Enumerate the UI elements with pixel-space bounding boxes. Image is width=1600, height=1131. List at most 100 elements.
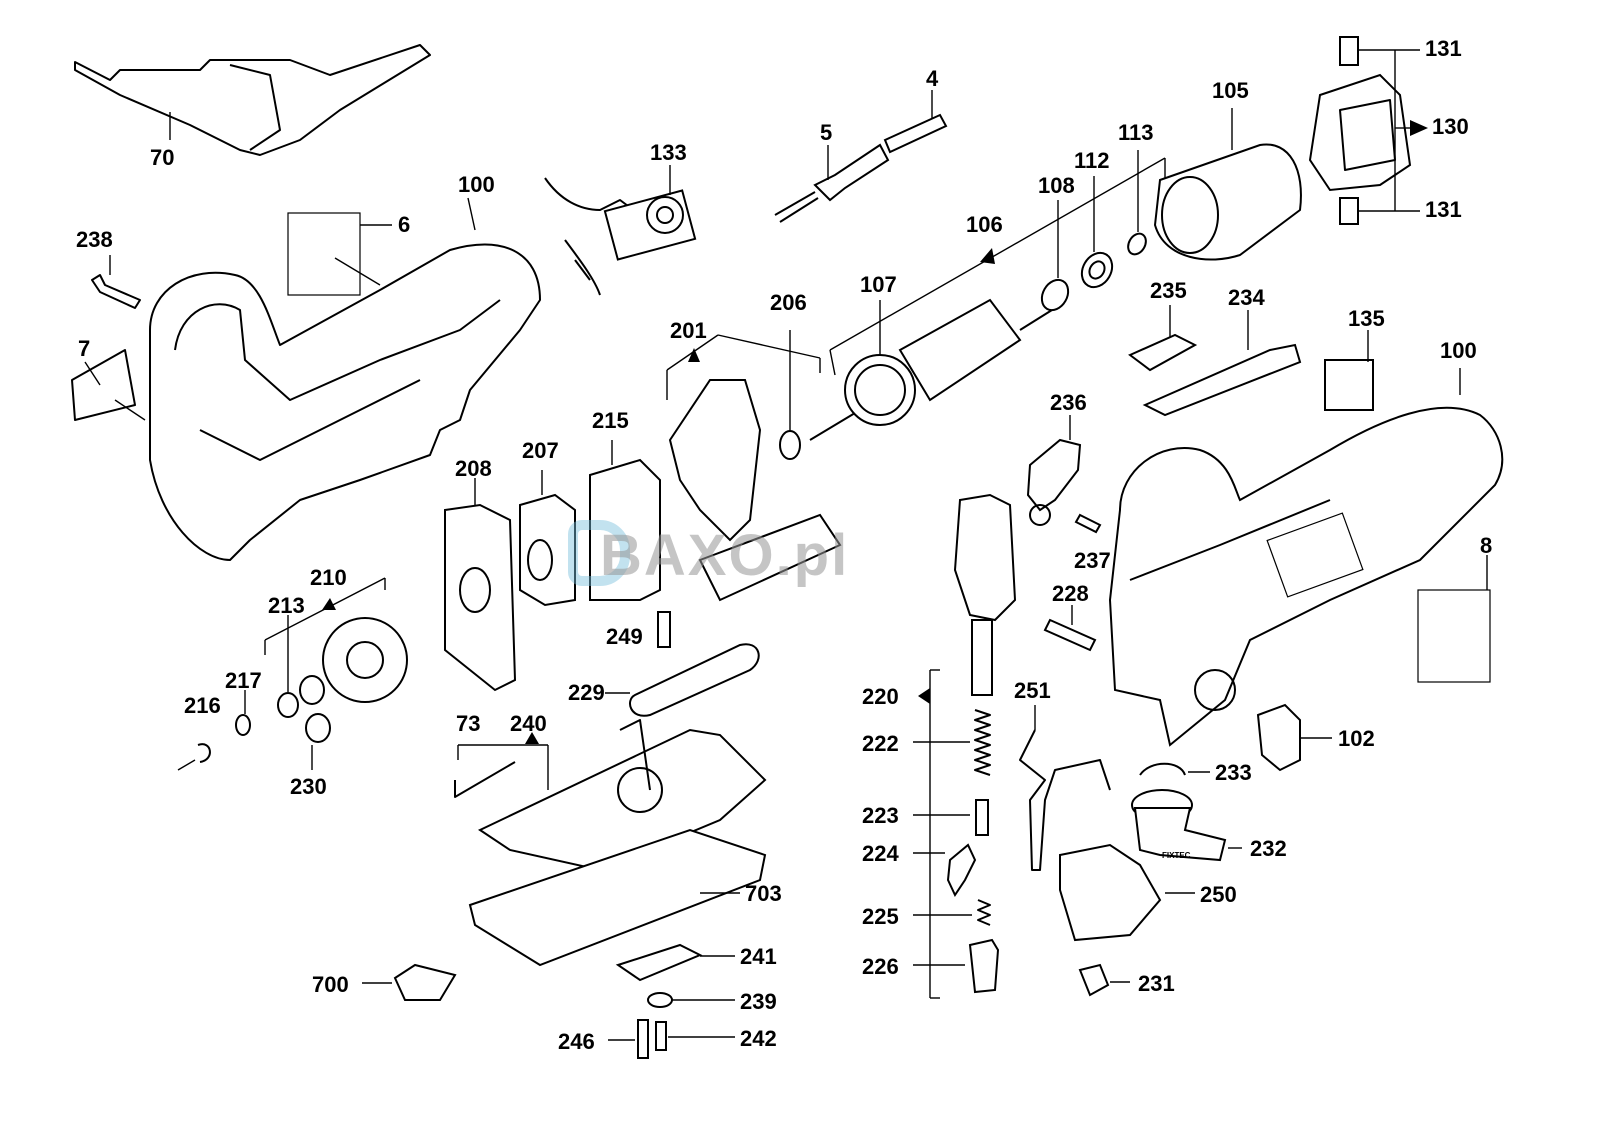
- part-250-cover: [1059, 843, 1195, 942]
- label-106: 106: [966, 212, 1003, 237]
- part-5-cord-guard: [774, 143, 890, 223]
- part-234-switch-slide: [1142, 310, 1302, 417]
- part-228-pin: [1043, 605, 1097, 652]
- part-246-screw: [608, 1019, 649, 1059]
- part-105-stator: [1153, 108, 1302, 261]
- label-206: 206: [770, 290, 807, 315]
- part-251-wire-spring: [1019, 705, 1111, 871]
- part-223-screw: [913, 799, 989, 836]
- label-207: 207: [522, 438, 559, 463]
- part-249-pin: [657, 611, 671, 648]
- label-100-right: 100: [1440, 338, 1477, 363]
- watermark: BAXO.pl: [600, 523, 850, 588]
- part-220-plunger: [918, 493, 1017, 999]
- label-238: 238: [76, 227, 113, 252]
- part-231-clip: [1078, 963, 1130, 997]
- part-201-lever-bracket: [666, 334, 842, 602]
- label-215: 215: [592, 408, 629, 433]
- label-228: 228: [1052, 581, 1089, 606]
- label-229: 229: [568, 680, 605, 705]
- part-206-washer: [779, 330, 801, 460]
- label-5: 5: [820, 120, 833, 145]
- label-237: 237: [1074, 548, 1111, 573]
- part-210-gear: [264, 577, 408, 703]
- label-246: 246: [558, 1029, 595, 1054]
- bracket-106: [829, 157, 1166, 376]
- part-222-spring: [913, 709, 991, 776]
- label-4: 4: [926, 66, 939, 91]
- label-131-bottom: 131: [1425, 197, 1462, 222]
- label-70: 70: [150, 145, 175, 170]
- label-700: 700: [312, 972, 349, 997]
- part-207-gasket: [519, 470, 576, 607]
- label-8: 8: [1480, 533, 1493, 558]
- part-226-roller: [913, 938, 1000, 994]
- part-102-knob: [1256, 703, 1332, 772]
- label-107: 107: [860, 272, 897, 297]
- part-100-right-housing: [1108, 368, 1504, 747]
- part-112-bearing: [1080, 176, 1114, 289]
- part-130-brush-holder: [1308, 36, 1428, 225]
- fixtec-text: FIXTEC: [1162, 851, 1191, 860]
- label-133: 133: [650, 140, 687, 165]
- label-230: 230: [290, 774, 327, 799]
- part-242-screw: [655, 1021, 735, 1051]
- label-236: 236: [1050, 390, 1087, 415]
- part-236-bracket: [1026, 415, 1082, 526]
- part-100-left-housing: [149, 197, 541, 561]
- part-224-clip: [913, 843, 977, 898]
- label-232: 232: [1250, 836, 1287, 861]
- label-73: 73: [456, 711, 481, 736]
- label-201: 201: [670, 318, 707, 343]
- label-235: 235: [1150, 278, 1187, 303]
- label-251: 251: [1014, 678, 1051, 703]
- label-7: 7: [78, 336, 91, 361]
- part-239-washer: [647, 992, 735, 1008]
- part-213-bushing: [277, 615, 299, 718]
- part-208-plate: [444, 478, 517, 692]
- label-6: 6: [398, 212, 411, 237]
- label-241: 241: [740, 944, 777, 969]
- part-230-bushing: [299, 675, 331, 770]
- label-703: 703: [745, 881, 782, 906]
- part-135-switch: [1324, 330, 1374, 411]
- label-131-top: 131: [1425, 36, 1462, 61]
- part-233-clip: [1139, 762, 1210, 776]
- part-700-clip: [362, 963, 457, 1001]
- label-210: 210: [310, 565, 347, 590]
- label-233: 233: [1215, 760, 1252, 785]
- label-112: 112: [1074, 148, 1110, 173]
- part-8-label: [1417, 555, 1491, 683]
- label-108: 108: [1038, 173, 1075, 198]
- part-4-cord: [883, 90, 948, 154]
- watermark-logo-icon: [568, 520, 630, 586]
- label-102: 102: [1338, 726, 1375, 751]
- label-213: 213: [268, 593, 305, 618]
- label-220: 220: [862, 684, 899, 709]
- part-229-lever: [605, 643, 760, 717]
- part-113-washer: [1127, 150, 1147, 256]
- label-234: 234: [1228, 285, 1265, 310]
- part-107-armature: [809, 298, 1061, 441]
- label-242: 242: [740, 1026, 777, 1051]
- label-222: 222: [862, 731, 899, 756]
- part-241-plate: [615, 943, 735, 982]
- part-232-fixtec: [1131, 789, 1242, 862]
- label-240: 240: [510, 711, 547, 736]
- part-703-shoe: [468, 828, 767, 967]
- part-70-case: [74, 44, 431, 156]
- label-249: 249: [606, 624, 643, 649]
- part-73-hex-key: [454, 732, 549, 798]
- part-225-spring: [913, 899, 991, 926]
- label-113: 113: [1118, 120, 1154, 145]
- label-225: 225: [862, 904, 899, 929]
- part-217-washer: [235, 690, 251, 736]
- label-135: 135: [1348, 306, 1385, 331]
- label-231: 231: [1138, 971, 1175, 996]
- part-237-pin: [1074, 513, 1102, 534]
- label-105: 105: [1212, 78, 1249, 103]
- label-250: 250: [1200, 882, 1237, 907]
- label-217: 217: [225, 668, 262, 693]
- part-240-shoe-plate: [477, 719, 767, 872]
